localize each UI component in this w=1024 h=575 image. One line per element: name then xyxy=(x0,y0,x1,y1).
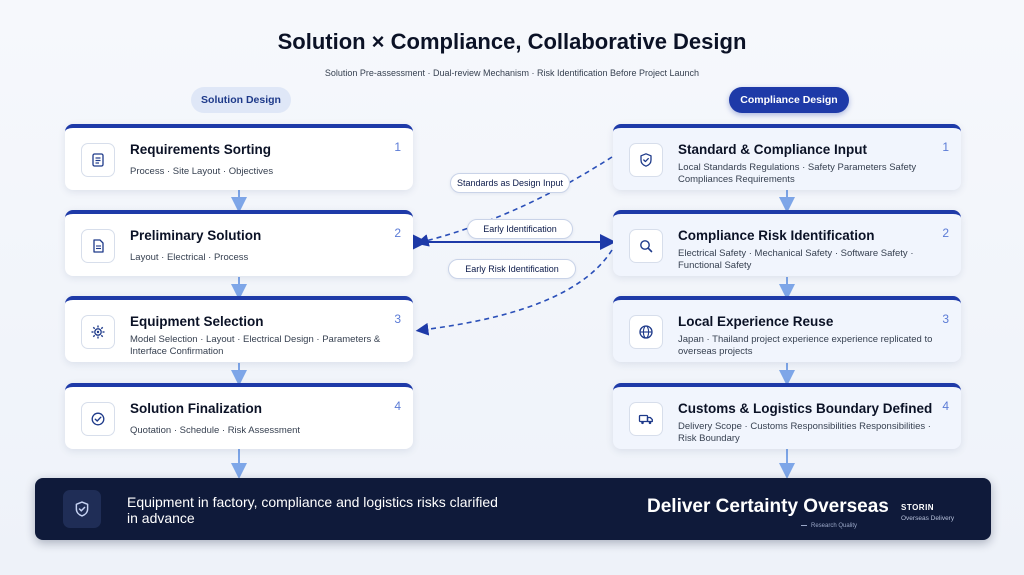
standards-input-label: Standards as Design Input xyxy=(450,173,570,193)
step-number: 4 xyxy=(394,399,401,413)
step-title: Solution Finalization xyxy=(130,401,262,416)
step-card-equipment-selection: Equipment Selection Model Selection · La… xyxy=(65,296,413,362)
step-card-local-experience-reuse: Local Experience Reuse Japan · Thailand … xyxy=(613,296,961,362)
summary-banner: Equipment in factory, compliance and log… xyxy=(35,478,991,540)
step-number: 3 xyxy=(394,312,401,326)
step-number: 2 xyxy=(394,226,401,240)
early-identification-label: Early Identification xyxy=(467,219,573,239)
step-title: Customs & Logistics Boundary Defined xyxy=(678,401,933,416)
page-title: Solution × Compliance, Collaborative Des… xyxy=(277,29,747,54)
document-list-icon xyxy=(81,143,115,177)
brand-name: STORIN xyxy=(901,503,935,512)
step-title: Equipment Selection xyxy=(130,314,264,329)
step-card-compliance-risk-identification: Compliance Risk Identification Electrica… xyxy=(613,210,961,276)
caption-divider xyxy=(801,525,807,526)
step-title: Local Experience Reuse xyxy=(678,314,834,329)
search-icon xyxy=(629,229,663,263)
step-title: Requirements Sorting xyxy=(130,142,272,157)
step-description: Quotation · Schedule · Risk Assessment xyxy=(130,425,301,436)
step-title: Standard & Compliance Input xyxy=(678,142,868,157)
compliance-design-tag: Compliance Design xyxy=(729,87,849,113)
page-subtitle: Solution Pre-assessment · Dual-review Me… xyxy=(324,68,700,78)
summary-caption: Research Quality xyxy=(811,523,858,529)
check-circle-icon xyxy=(81,402,115,436)
globe-icon xyxy=(629,315,663,349)
solution-design-tag: Solution Design xyxy=(191,87,291,113)
step-title: Compliance Risk Identification xyxy=(678,228,875,243)
document-icon xyxy=(81,229,115,263)
summary-headline: Deliver Certainty Overseas xyxy=(647,496,889,517)
step-description: Electrical Safety · Mechanical Safety · … xyxy=(678,248,914,271)
summary-text: Equipment in factory, compliance and log… xyxy=(127,494,498,526)
shield-check-icon xyxy=(629,143,663,177)
step-description: Process · Site Layout · Objectives xyxy=(130,166,274,177)
step-title: Preliminary Solution xyxy=(130,228,262,243)
step-card-solution-finalization: Solution Finalization Quotation · Schedu… xyxy=(65,383,413,449)
step-card-standard-compliance-input: Standard & Compliance Input Local Standa… xyxy=(613,124,961,190)
step-description: Local Standards Regulations · Safety Par… xyxy=(678,162,917,185)
early-risk-label: Early Risk Identification xyxy=(448,259,576,279)
step-number: 1 xyxy=(942,140,949,154)
step-card-requirements-sorting: Requirements Sorting Process · Site Layo… xyxy=(65,124,413,190)
step-number: 1 xyxy=(394,140,401,154)
step-description: Japan · Thailand project experience expe… xyxy=(678,334,933,357)
step-number: 4 xyxy=(942,399,949,413)
shield-check-icon xyxy=(63,490,101,528)
step-card-customs-logistics-boundary: Customs & Logistics Boundary Defined Del… xyxy=(613,383,961,449)
brand-tagline: Overseas Delivery xyxy=(901,515,955,522)
gear-icon xyxy=(81,315,115,349)
step-number: 3 xyxy=(942,312,949,326)
step-description: Model Selection · Layout · Electrical De… xyxy=(130,334,381,357)
step-description: Delivery Scope · Customs Responsibilitie… xyxy=(678,421,931,444)
step-card-preliminary-solution: Preliminary Solution Layout · Electrical… xyxy=(65,210,413,276)
truck-icon xyxy=(629,402,663,436)
step-description: Layout · Electrical · Process xyxy=(130,252,249,263)
step-number: 2 xyxy=(942,226,949,240)
